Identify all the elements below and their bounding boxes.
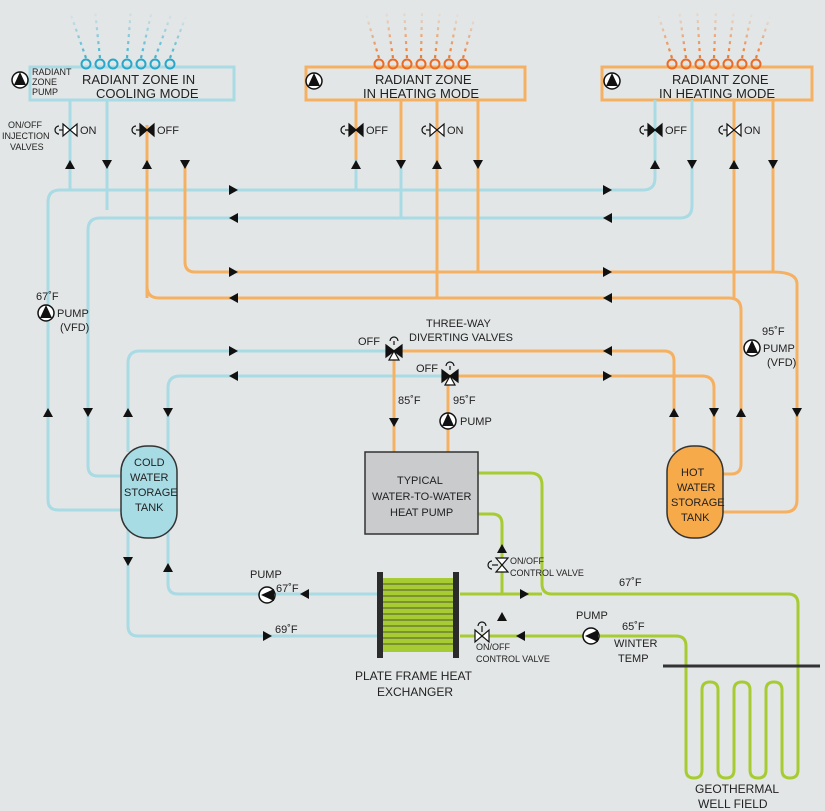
hx-label-1: PLATE FRAME HEAT [355, 669, 473, 683]
well-pump-label: PUMP [576, 610, 608, 622]
heating-a-zone-title-1: RADIANT ZONE [375, 72, 472, 87]
control-valve-upper-label-1: ON/OFF [510, 556, 544, 566]
well-field-label-1: GEOTHERMAL [695, 782, 779, 796]
cold-pipes [46, 100, 694, 638]
cooling-manifold-circles [80, 58, 176, 70]
valve-on-label-2: ON [447, 125, 464, 137]
diverting-title-2: DIVERTING VALVES [409, 332, 513, 344]
hot-vfd-pump-icon [743, 339, 761, 357]
cold-vfd-pump-label: PUMP [57, 308, 89, 320]
hx-pump-label: PUMP [250, 569, 282, 581]
hot-tank-label-2: WATER [677, 482, 716, 494]
heat-pump-box [364, 451, 479, 535]
cold-vfd-label: (VFD) [60, 322, 89, 334]
cold-water-storage-tank [120, 445, 178, 539]
valve-on-label-1: ON [80, 125, 97, 137]
heating-zone-b-box [600, 65, 814, 102]
winter-label-1: WINTER [614, 638, 657, 650]
heating-zone-b-rays [656, 7, 772, 59]
diverting-title-1: THREE-WAY [426, 318, 491, 330]
control-valve-upper-label-2: CONTROL VALVE [510, 568, 584, 578]
well-field-label-2: WELL FIELD [698, 797, 768, 811]
heat-pump-label-1: TYPICAL [397, 475, 443, 487]
cold-tank-label-4: TANK [135, 502, 164, 514]
injection-valves-label-3: VALVES [10, 142, 44, 152]
hx-label-2: EXCHANGER [377, 685, 453, 699]
temp-67-right: 67˚F [619, 577, 642, 589]
injection-valves-label-2: INJECTION [2, 131, 50, 141]
heating-a-zone-title-2: IN HEATING MODE [363, 86, 479, 101]
hot-tank-label-3: STORAGE [671, 497, 725, 509]
winter-label-2: TEMP [618, 653, 649, 665]
diverting-valve-icons [385, 336, 459, 386]
heat-pump-label-3: HEAT PUMP [390, 507, 453, 519]
ground-loop-pipes [460, 471, 800, 780]
cold-tank-label-3: STORAGE [124, 487, 178, 499]
hot-vfd-label: (VFD) [767, 357, 796, 369]
flow-arrows [43, 160, 802, 641]
temp-69: 69˚F [275, 624, 298, 636]
valve-off-label-1: OFF [157, 125, 179, 137]
hot-tank-label-4: TANK [681, 512, 710, 524]
hot-water-storage-tank [666, 445, 724, 539]
hot-vfd-pump-label: PUMP [763, 343, 795, 355]
cold-tank-label-1: COLD [134, 457, 165, 469]
heating-a-manifold-circles [373, 58, 469, 70]
plate-heat-exchanger [377, 572, 459, 658]
hot-vfd-temp: 95˚F [762, 326, 785, 338]
hp-pump-label: PUMP [460, 416, 492, 428]
temp-65: 65˚F [622, 621, 645, 633]
cooling-zone-title-2: COOLING MODE [96, 86, 199, 101]
hot-pipes [145, 100, 799, 514]
radiant-zone-pump-label-3: PUMP [32, 87, 58, 97]
valve-off-label-3: OFF [665, 125, 687, 137]
radiant-zone-pump-label-2: ZONE [32, 77, 57, 87]
heating-b-manifold-circles [666, 58, 762, 70]
heating-a-zone-pump-icon [305, 72, 323, 90]
injection-valves-label-1: ON/OFF [8, 120, 42, 130]
diverting-off-1: OFF [358, 336, 380, 348]
heating-b-zone-title-1: RADIANT ZONE [672, 72, 769, 87]
hot-tank-label-1: HOT [681, 467, 705, 479]
heat-pump-label-2: WATER-TO-WATER [372, 491, 471, 503]
cooling-zone-rays [68, 7, 188, 59]
well-pump-icon [582, 627, 600, 645]
hx-pump-icon [258, 586, 276, 604]
control-valve-lower-label-1: ON/OFF [476, 642, 510, 652]
heating-zone-a-rays [364, 7, 477, 59]
valve-off-label-2: OFF [366, 125, 388, 137]
hx-pump-temp: 67˚F [276, 583, 299, 595]
injection-valve-icons [54, 122, 742, 138]
cooling-zone-title-1: RADIANT ZONE IN [82, 72, 195, 87]
temp-95: 95˚F [453, 395, 476, 407]
cold-vfd-temp: 67˚F [36, 291, 59, 303]
control-valve-lower-label-2: CONTROL VALVE [476, 654, 550, 664]
control-valve-lower-icon [474, 621, 490, 644]
radiant-zone-pump-label-1: RADIANT [32, 67, 72, 77]
valve-on-label-3: ON [744, 125, 761, 137]
heat-pump-circulator-icon [439, 412, 457, 430]
cold-tank-label-2: WATER [130, 472, 169, 484]
radiant-zone-pump-icon [11, 71, 29, 89]
control-valve-upper-icon [487, 557, 510, 573]
cold-vfd-pump-icon [37, 304, 55, 322]
diverting-off-2: OFF [416, 363, 438, 375]
heating-b-zone-title-2: IN HEATING MODE [659, 86, 775, 101]
heating-b-zone-pump-icon [603, 72, 621, 90]
temp-85: 85˚F [398, 395, 421, 407]
